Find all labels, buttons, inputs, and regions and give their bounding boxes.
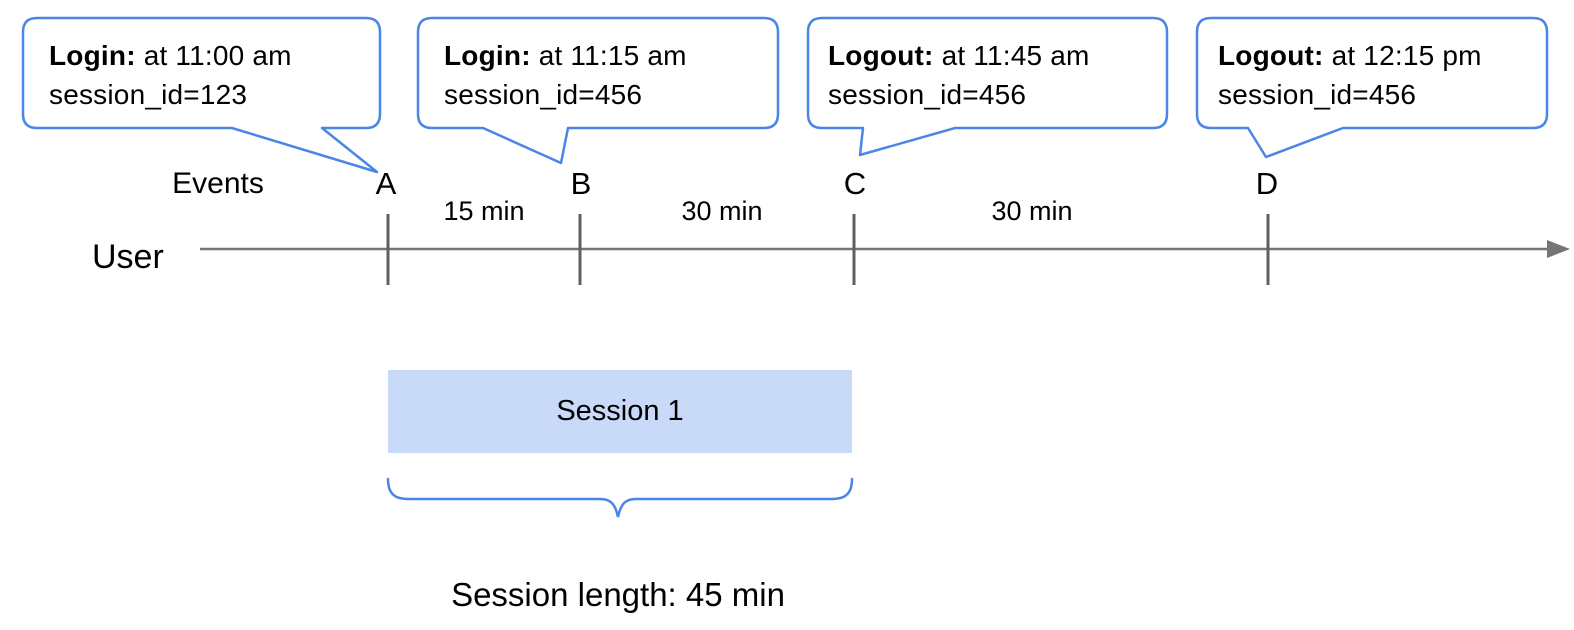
event-marker-b: B <box>570 166 592 201</box>
bubble-4-event-time: at 12:15 pm <box>1331 40 1482 71</box>
bubble-2-event-time: at 11:15 am <box>538 40 687 71</box>
speech-bubble-4-shape <box>1195 16 1549 159</box>
bubble-4-event-type: Logout: <box>1218 40 1324 71</box>
bubble-2-session-line: session_id=456 <box>444 79 643 110</box>
bubble-3-event-line: Logout: at 11:45 am <box>828 36 1090 75</box>
bubble-2-event-type: Login: <box>444 40 531 71</box>
speech-bubble-3-text: Logout: at 11:45 am session_id=456 <box>828 36 1090 114</box>
user-label: User <box>92 238 164 276</box>
event-marker-a: A <box>375 166 397 201</box>
bubble-3-event-time: at 11:45 am <box>941 40 1090 71</box>
interval-label-a-b: 15 min <box>443 196 525 226</box>
bubble-4-session-line: session_id=456 <box>1218 79 1417 110</box>
session-box-label: Session 1 <box>556 395 684 427</box>
bubble-1-event-time: at 11:00 am <box>143 40 292 71</box>
speech-bubble-4-text: Logout: at 12:15 pm session_id=456 <box>1218 36 1482 114</box>
bubble-1-event-line: Login: at 11:00 am <box>49 36 292 75</box>
bubble-1-event-type: Login: <box>49 40 136 71</box>
events-label: Events <box>172 167 264 200</box>
bubble-4-event-line: Logout: at 12:15 pm <box>1218 36 1482 75</box>
speech-bubble-1-shape <box>21 16 382 174</box>
interval-label-c-d: 30 min <box>991 196 1073 226</box>
session-length-brace <box>386 477 854 518</box>
event-marker-c: C <box>843 166 867 201</box>
session-box: Session 1 <box>388 370 852 453</box>
bubble-3-session-line: session_id=456 <box>828 79 1027 110</box>
bubble-3-event-type: Logout: <box>828 40 934 71</box>
speech-bubble-2-shape <box>416 16 780 165</box>
bubble-1-session-line: session_id=123 <box>49 79 248 110</box>
speech-bubble-3-shape <box>806 16 1169 157</box>
event-marker-d: D <box>1255 166 1279 201</box>
speech-bubble-1-text: Login: at 11:00 am session_id=123 <box>49 36 292 114</box>
arrowhead-icon <box>1547 240 1570 258</box>
session-length-label: Session length: 45 min <box>451 576 785 613</box>
bubble-2-event-line: Login: at 11:15 am <box>444 36 687 75</box>
interval-label-b-c: 30 min <box>681 196 763 226</box>
speech-bubble-2-text: Login: at 11:15 am session_id=456 <box>444 36 687 114</box>
